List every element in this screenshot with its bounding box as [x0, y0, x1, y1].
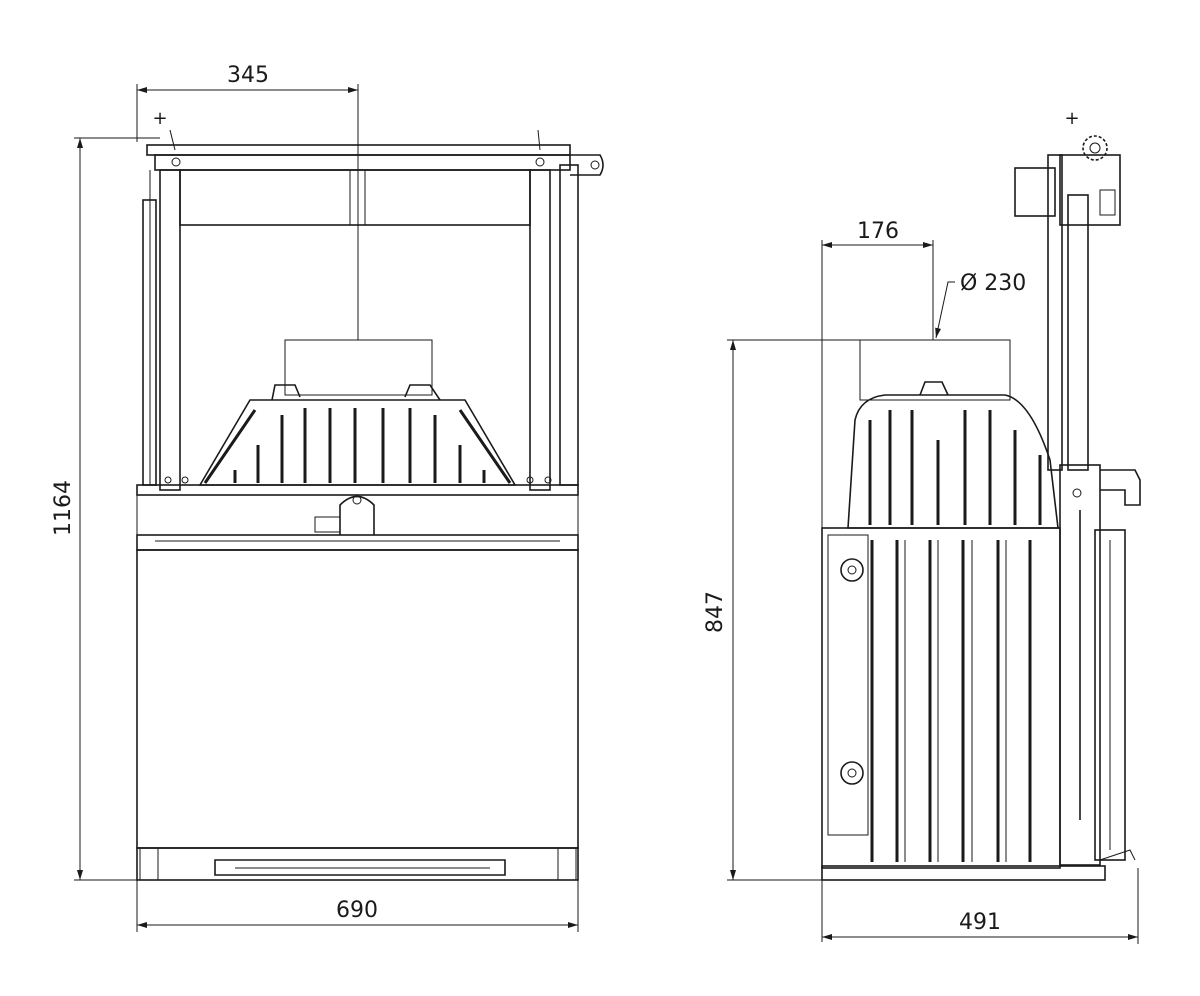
dimension-label-690: 690	[336, 898, 378, 923]
origin-marker: +	[1064, 108, 1079, 129]
side-machine-outline	[821, 135, 1141, 881]
dimension-491: 491	[822, 868, 1139, 944]
dimension-label-491: 491	[959, 910, 1001, 935]
side-hopper-slots	[868, 410, 1042, 525]
dimension-diameter-230: Ø 230	[935, 271, 1026, 339]
origin-marker: +	[152, 108, 167, 129]
dimension-label-1164: 1164	[51, 480, 76, 536]
front-machine-outline	[136, 129, 604, 881]
dimension-176: 176	[821, 219, 934, 942]
dimension-label-176: 176	[857, 219, 899, 244]
front-view: 345 + 1164 690	[51, 63, 604, 932]
dimension-label-847: 847	[703, 591, 728, 633]
dimension-690: 690	[136, 880, 579, 932]
dimension-label-345: 345	[227, 63, 269, 88]
dimension-1164: 1164	[51, 137, 160, 881]
dimension-345: 345	[136, 63, 359, 340]
dimension-label-diameter: Ø 230	[960, 271, 1026, 296]
hopper-slots	[233, 408, 486, 483]
side-view: + 176 Ø 230 847 491	[703, 108, 1141, 944]
side-body-panels	[870, 540, 1032, 862]
